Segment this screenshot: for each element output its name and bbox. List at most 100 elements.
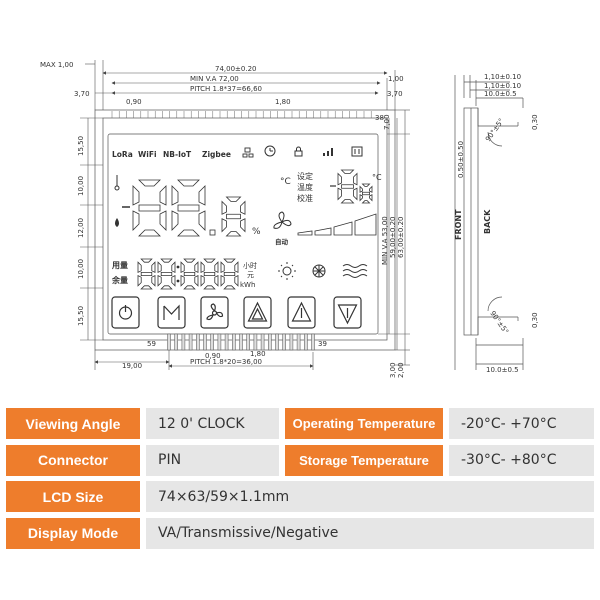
right-offset-dim: 3,70 bbox=[387, 90, 403, 98]
spec-row-lcd-size: LCD Size 74×63/59×1.1mm bbox=[6, 481, 594, 512]
left-dim-1: 15,50 bbox=[77, 136, 85, 156]
pitch-bottom-dim: PITCH 1.8*20=36,00 bbox=[190, 358, 262, 366]
side-dim-2: 1,10±0.10 bbox=[484, 82, 521, 90]
lora-label: LoRa bbox=[112, 150, 133, 159]
up-button-icon bbox=[287, 296, 316, 329]
spec-value: VA/Transmissive/Negative bbox=[146, 517, 594, 549]
side-dim-3: 10.0±0.5 bbox=[484, 90, 517, 98]
bottom-pin bbox=[210, 333, 214, 351]
bottom-pin bbox=[196, 333, 200, 351]
pin-first-label: 59 bbox=[147, 340, 156, 348]
spec-label: Connector bbox=[6, 444, 140, 476]
seven-seg-digit bbox=[200, 258, 219, 290]
right-va-height-dim: MIN V.A 53,00 bbox=[381, 216, 389, 265]
bottom-pin bbox=[289, 333, 294, 351]
spec-row-connector: Connector PIN Storage Temperature -30°C-… bbox=[6, 444, 594, 476]
bottom-pin bbox=[167, 333, 171, 351]
front-label: FRONT bbox=[454, 209, 463, 240]
celsius-unit-1: °C bbox=[280, 177, 291, 187]
bottom-pin bbox=[311, 333, 315, 351]
spec-value-2: -30°C- +80°C bbox=[449, 444, 594, 476]
fan-speed-bars bbox=[297, 213, 377, 236]
side-thick-bottom: 0,30 bbox=[531, 312, 539, 328]
pitch-top-dim: PITCH 1.8*37=66,60 bbox=[190, 85, 262, 93]
fan-button-icon bbox=[200, 296, 229, 329]
seven-seg-digit bbox=[220, 258, 239, 290]
side-angle-top: 90°±5° bbox=[484, 117, 506, 143]
spec-label-2: Storage Temperature bbox=[285, 444, 443, 476]
bottom-pin bbox=[260, 333, 265, 351]
usage-label: 用量 bbox=[111, 260, 128, 270]
side-dim-1: 1,10±0.10 bbox=[484, 73, 521, 81]
pin-pitch-bottom-dim: 1,80 bbox=[250, 350, 266, 358]
left-dim-2: 10,00 bbox=[77, 176, 85, 196]
spec-value: 12 0' CLOCK bbox=[146, 408, 279, 439]
seven-seg-digit bbox=[132, 179, 167, 237]
bottom-pin bbox=[203, 333, 207, 351]
right-h2-dim: 63,00±0.20 bbox=[397, 217, 405, 259]
bottom-pin bbox=[181, 333, 186, 351]
bottom-pin bbox=[282, 333, 287, 351]
bottom-pin bbox=[224, 333, 229, 351]
lcd-dimension-drawing: MAX 1,00 74,00±0.20 1,00 MIN V.A 72,00 3… bbox=[40, 60, 539, 378]
lock-icon bbox=[294, 146, 303, 157]
percent-unit: % bbox=[252, 227, 261, 237]
wifi-label: WiFi bbox=[138, 150, 157, 159]
heat-wave-icon bbox=[342, 264, 368, 278]
humidity-icon bbox=[115, 218, 119, 227]
kwh-label: kWh bbox=[240, 281, 255, 289]
seven-seg-digit bbox=[221, 196, 246, 237]
right-top-gap-dim: 7,00 bbox=[383, 114, 391, 130]
right-edge-dim: 1,00 bbox=[388, 75, 404, 83]
power-button-icon bbox=[111, 296, 140, 329]
total-width-dim: 74,00±0.20 bbox=[215, 65, 257, 73]
clock-icon bbox=[264, 145, 276, 157]
spec-label: Display Mode bbox=[6, 517, 140, 549]
bottom-pin bbox=[275, 333, 279, 351]
bottom-left-offset-dim: 19,00 bbox=[122, 362, 142, 370]
signal-bars-icon bbox=[323, 148, 333, 156]
spec-row-viewing-angle: Viewing Angle 12 0' CLOCK Operating Temp… bbox=[6, 408, 594, 439]
auto-label: 自动 bbox=[275, 237, 289, 246]
side-angle-bottom: 90°±5° bbox=[488, 310, 510, 336]
side-view bbox=[454, 75, 524, 370]
max-dim: MAX 1,00 bbox=[40, 61, 73, 69]
bottom-pin bbox=[239, 333, 243, 351]
battery-icon bbox=[351, 146, 363, 157]
seven-seg-digit bbox=[137, 258, 156, 290]
back-label: BACK bbox=[483, 209, 492, 234]
spec-row-display-mode: Display Mode VA/Transmissive/Negative bbox=[6, 517, 594, 549]
bottom-pin bbox=[232, 333, 236, 351]
seven-seg-digit bbox=[180, 258, 199, 290]
spec-table: Viewing Angle 12 0' CLOCK Operating Temp… bbox=[6, 408, 594, 554]
lcd-segments: LoRa WiFi NB-IoT Zigbee % °C 设定 温度 校准 bbox=[111, 145, 382, 329]
pin-pitch-top-dim: 1,80 bbox=[275, 98, 291, 106]
yuan-label: 元 bbox=[247, 271, 254, 279]
pin-width-bottom-dim: 0,90 bbox=[205, 352, 221, 360]
spec-label: LCD Size bbox=[6, 481, 140, 512]
set-label: 设定 bbox=[297, 171, 313, 181]
thermometer-icon bbox=[114, 175, 120, 191]
remain-label: 余量 bbox=[111, 275, 128, 285]
side-lead-dim: 0.50±0.50 bbox=[457, 141, 465, 178]
bottom-pin bbox=[188, 333, 193, 351]
snowflake-icon bbox=[312, 264, 326, 278]
bottom-pin bbox=[217, 333, 222, 351]
va-width-dim: MIN V.A 72,00 bbox=[190, 75, 239, 83]
zigbee-label: Zigbee bbox=[202, 150, 231, 159]
bottom-pin bbox=[296, 333, 301, 351]
temp-label: 温度 bbox=[297, 182, 313, 192]
spec-value-2: -20°C- +70°C bbox=[449, 408, 594, 439]
mode-button-icon bbox=[157, 296, 186, 329]
celsius-unit-2: °C bbox=[372, 173, 382, 182]
side-dim-4: 10.0±0.5 bbox=[486, 366, 519, 374]
seven-seg-digit bbox=[359, 183, 373, 204]
left-dim-3: 12,00 bbox=[77, 218, 85, 238]
nbiot-label: NB-IoT bbox=[163, 150, 192, 159]
bottom-pin bbox=[303, 333, 308, 351]
sun-icon bbox=[278, 262, 296, 280]
pin-last-label: 39 bbox=[318, 340, 327, 348]
left-dim-5: 15,50 bbox=[77, 306, 85, 326]
pin-width-top-dim: 0,90 bbox=[126, 98, 142, 106]
bottom-pin bbox=[253, 333, 258, 351]
